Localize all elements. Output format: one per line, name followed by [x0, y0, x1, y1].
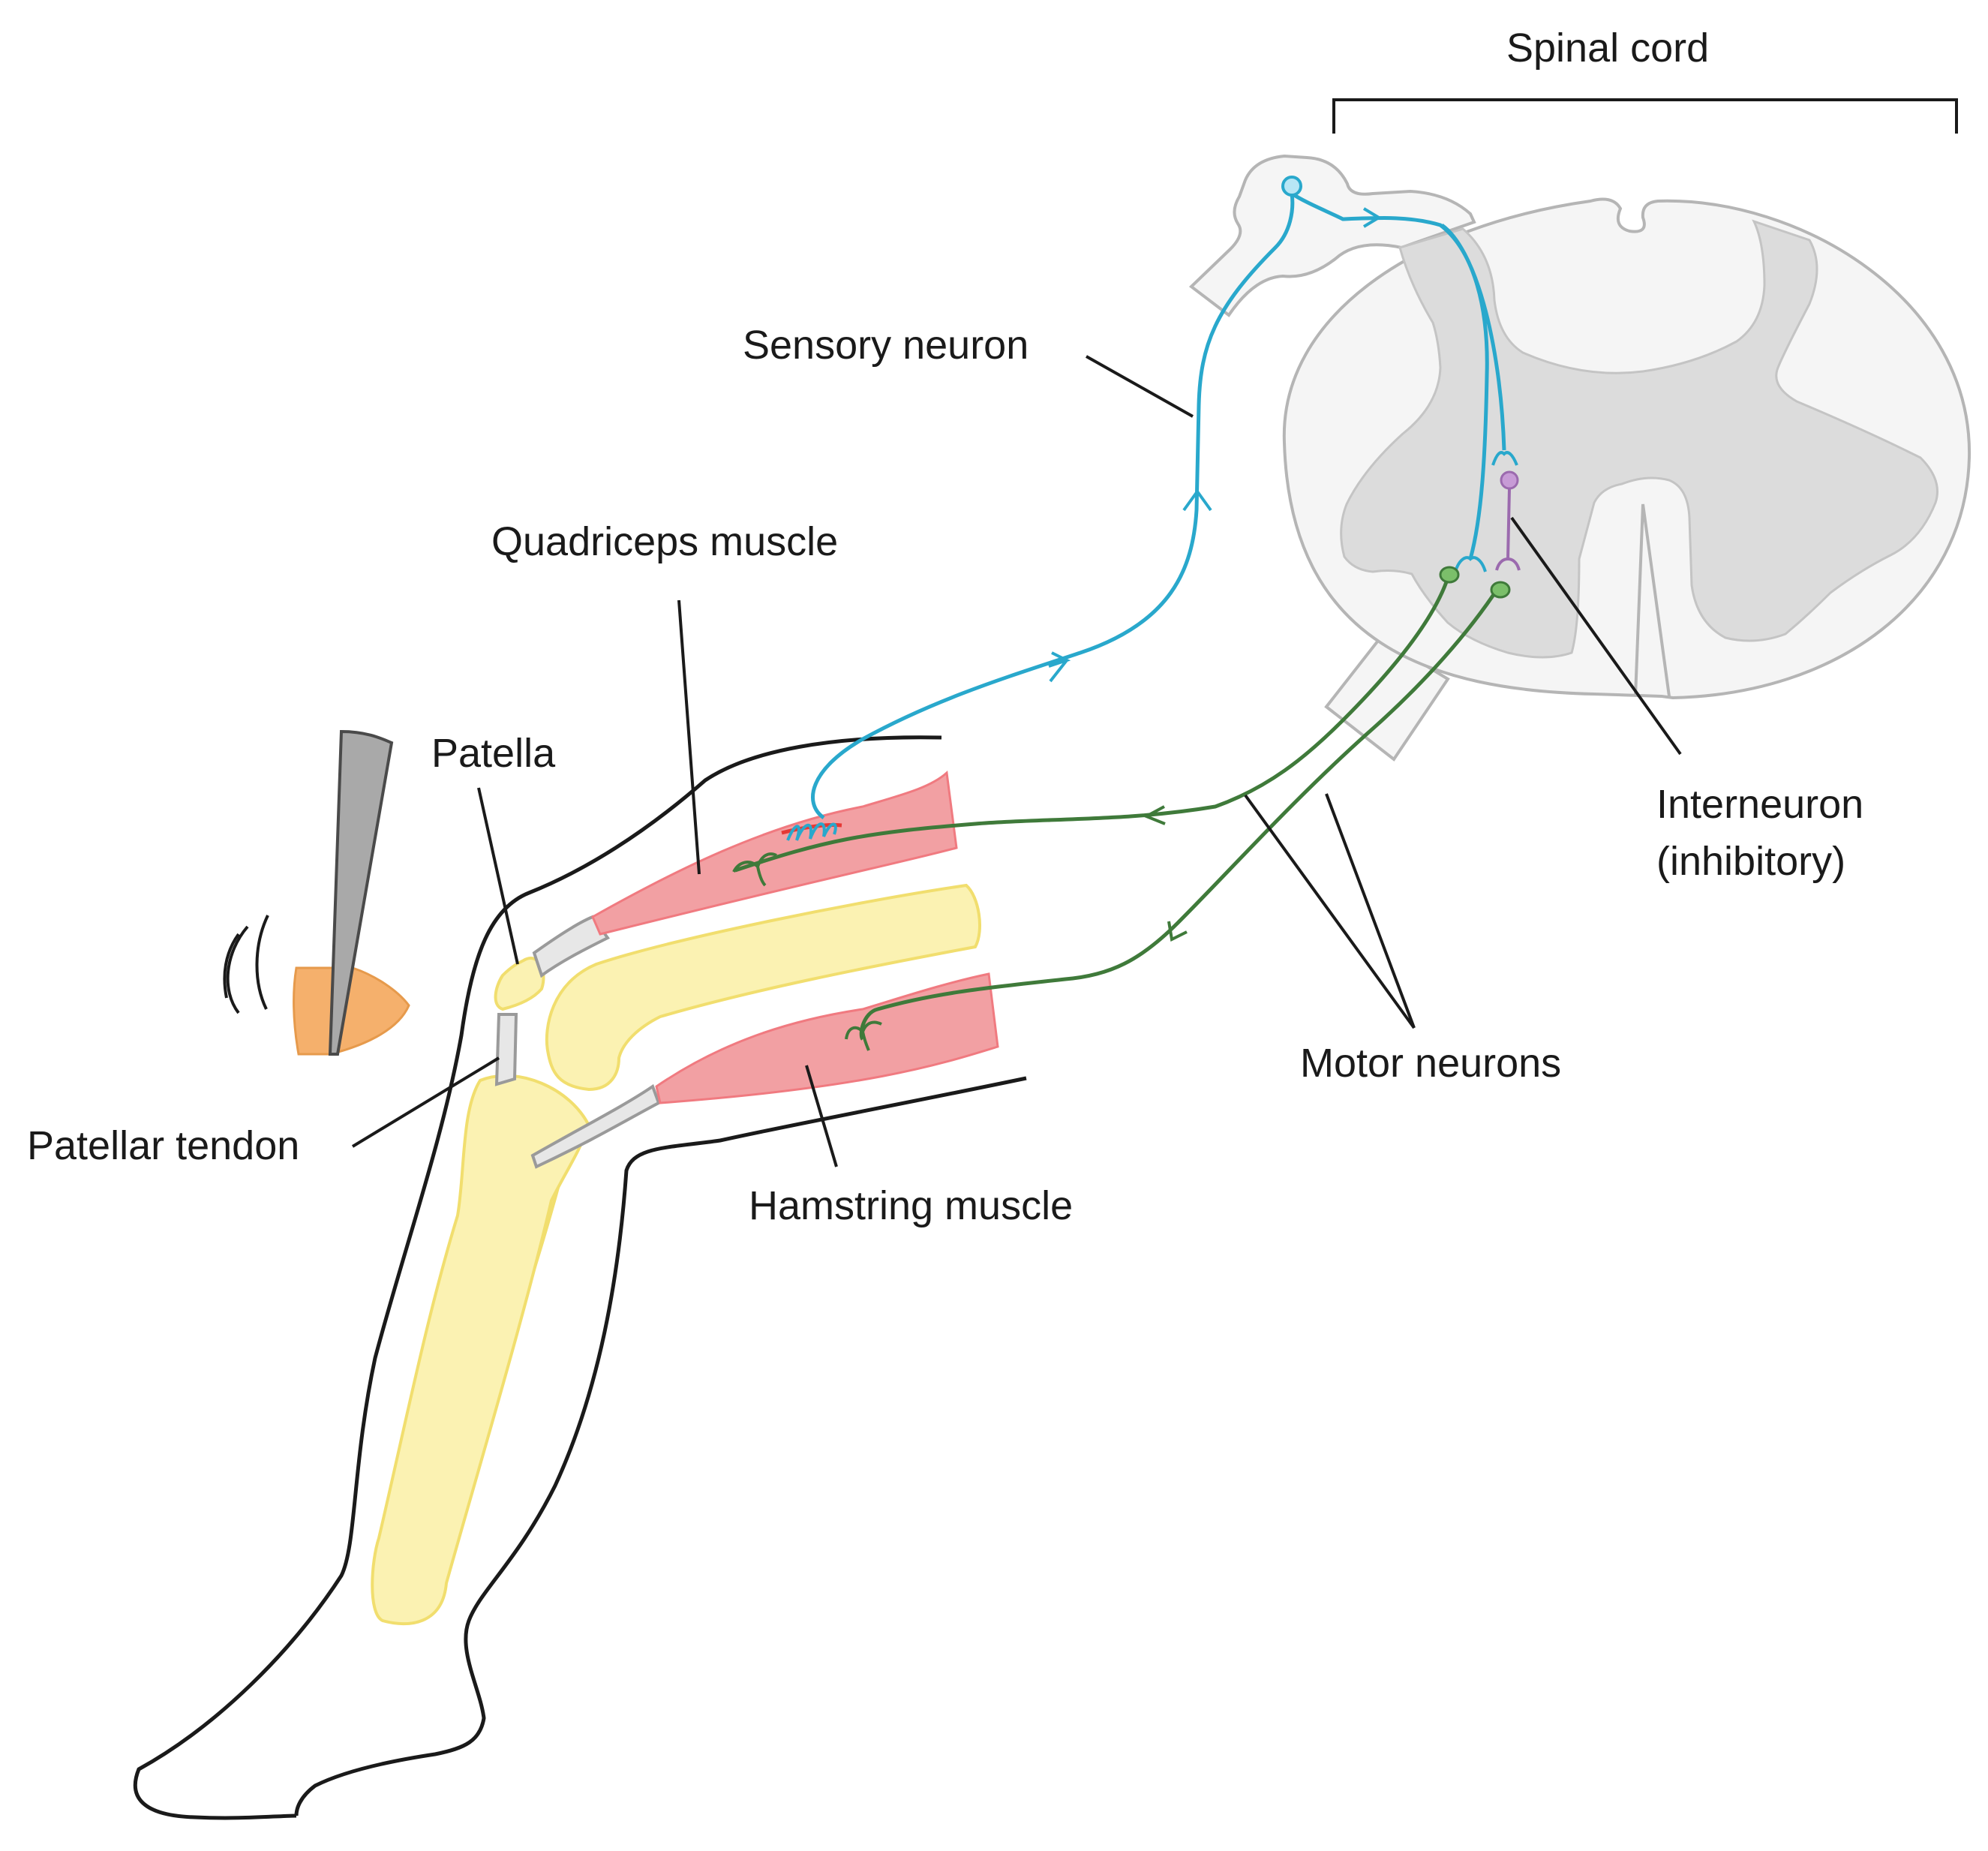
- leader-patella: [477, 787, 519, 965]
- quadriceps-tendon: [532, 915, 610, 978]
- vibration-mark-3: [223, 933, 240, 999]
- dorsal-root-ganglion: [1188, 154, 1476, 317]
- leader-quadriceps: [677, 599, 701, 875]
- sensory-neuron: [811, 176, 1518, 820]
- sensory-cell-body: [1281, 176, 1302, 197]
- label-patellar-tendon: Patellar tendon: [27, 1123, 300, 1168]
- patellar-tendon: [494, 1013, 518, 1086]
- label-interneuron-inhibitory: (inhibitory): [1656, 839, 1846, 884]
- spinal-cord-bracket: [1332, 98, 1958, 134]
- spindle-coil: [786, 822, 837, 841]
- bones: [371, 883, 981, 1626]
- sensory-arrow-2: [1182, 488, 1212, 512]
- leader-interneuron: [1510, 516, 1682, 756]
- thigh-top-outline: [133, 735, 942, 1820]
- motor-neurons: [732, 566, 1511, 1051]
- vibration-mark-2: [226, 925, 249, 1014]
- ventral-root: [1324, 636, 1450, 762]
- interneuron-cell-body: [1500, 470, 1519, 490]
- reflex-hammer: [223, 729, 410, 1056]
- interneuron: [1495, 470, 1521, 571]
- leader-patellar-tendon: [351, 1056, 500, 1148]
- spinal-cord-cross-section: [1188, 154, 1971, 762]
- sensory-arrow-1: [1048, 651, 1071, 683]
- leader-lines: [351, 355, 1682, 1167]
- leg-back-outline: [294, 1076, 1027, 1816]
- sensory-terminal-2: [1491, 451, 1518, 466]
- interneuron-axon: [1495, 488, 1521, 571]
- leader-hamstring: [805, 1065, 838, 1167]
- femur: [545, 883, 981, 1092]
- label-patella: Patella: [431, 731, 556, 776]
- label-sensory-neuron: Sensory neuron: [743, 323, 1029, 368]
- label-quadriceps-muscle: Quadriceps muscle: [491, 519, 839, 564]
- motor-arrow-quadriceps: [1143, 805, 1166, 825]
- motor-arrow-hamstring: [1167, 921, 1188, 942]
- leader-sensory-neuron: [1086, 355, 1194, 418]
- label-motor-neurons: Motor neurons: [1300, 1041, 1562, 1086]
- leader-motor-neurons-a: [1244, 794, 1416, 1029]
- sensory-axon: [811, 191, 1506, 820]
- motor-cell-body-quadriceps: [1439, 566, 1460, 584]
- hamstring-muscle: [655, 972, 999, 1104]
- motor-cell-body-hamstring: [1490, 581, 1511, 599]
- motor-ending-quadriceps: [732, 852, 777, 887]
- patella: [494, 957, 545, 1011]
- vibration-mark-1: [255, 915, 269, 1010]
- label-interneuron: Interneuron: [1656, 782, 1864, 827]
- hamstring-tendon: [530, 1083, 661, 1169]
- hammer-pad: [293, 966, 410, 1056]
- label-hamstring-muscle: Hamstring muscle: [749, 1183, 1074, 1228]
- sensory-arrow-3: [1362, 207, 1382, 228]
- anterior-median-fissure: [1634, 503, 1671, 697]
- sensory-terminal-1: [1454, 556, 1487, 572]
- tendons: [494, 915, 661, 1169]
- motor-neuron-quadriceps: [734, 577, 1450, 873]
- hammer-handle: [328, 729, 394, 1056]
- muscle-spindle: [781, 822, 842, 841]
- tibia: [371, 1074, 591, 1626]
- label-spinal-cord: Spinal cord: [1506, 26, 1710, 71]
- leg: [133, 735, 1027, 1820]
- leader-motor-neurons-b: [1325, 793, 1416, 1029]
- motor-ending-hamstring: [845, 1020, 882, 1051]
